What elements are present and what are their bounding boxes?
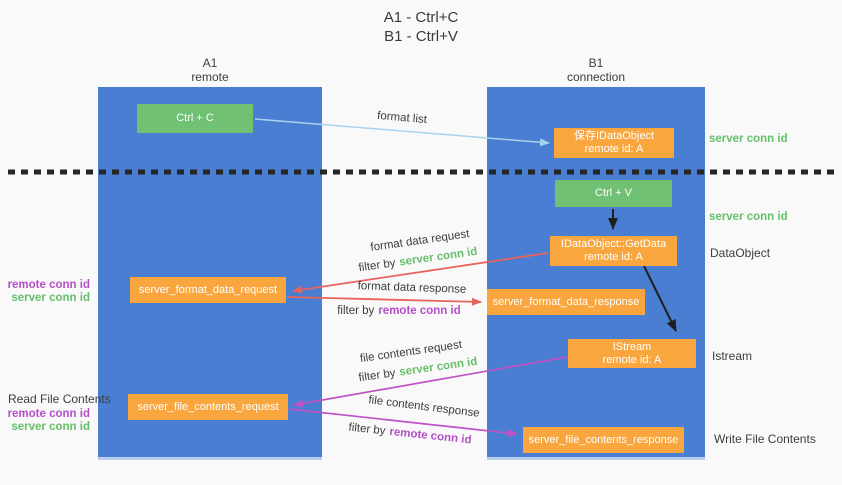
edge-label-format-data-response: format data response [357, 280, 467, 296]
server-format-data-request-label: server_format_data_request [138, 283, 278, 296]
node-server-format-data-request: server_format_data_request [130, 277, 286, 303]
lane-header-b1: B1 connection [487, 56, 705, 84]
node-ctrl-c: Ctrl + C [137, 104, 253, 133]
edge-label-format-list: format list [376, 109, 428, 127]
ctrl-v-label: Ctrl + V [595, 187, 632, 199]
filter-by-text: filter by [347, 421, 387, 438]
side-label-istream: Istream [712, 349, 753, 363]
getdata-line2: remote id: A [584, 251, 643, 263]
node-save-idataobject: 保存IDataObject remote id: A [554, 128, 674, 158]
lane-header-a1: A1 remote [98, 56, 322, 84]
edge-label-file-contents-response: file contents response [367, 394, 481, 420]
side-label-read-file-contents: Read File Contents [8, 392, 111, 406]
side-label-server-conn-id-mid: server conn id [709, 211, 788, 223]
remote-conn-id-label: remote conn id [7, 408, 90, 420]
side-label-server-conn-id-top: server conn id [709, 133, 788, 145]
node-idataobject-getdata: IDataObject::GetData remote id: A [550, 236, 677, 266]
node-istream: IStream remote id: A [568, 339, 696, 368]
server-file-contents-response-label: server_file_contents_response [528, 433, 679, 446]
server-file-contents-request-label: server_file_contents_request [137, 400, 279, 413]
filter-by-text: filter by [357, 367, 397, 385]
remote-conn-id-text: remote conn id [378, 305, 461, 317]
server-format-data-response-label: server_format_data_response [492, 295, 640, 308]
server-conn-id-label: server conn id [11, 292, 90, 304]
node-server-file-contents-response: server_file_contents_response [523, 427, 684, 453]
side-label-dataobject: DataObject [710, 246, 771, 260]
lane-b1-title: B1 [588, 56, 604, 70]
istream-line2: remote id: A [602, 353, 662, 366]
save-idataobject-line2: remote id: A [584, 143, 644, 155]
istream-line1: IStream [612, 340, 652, 353]
filter-by-text: filter by [337, 305, 375, 317]
save-idataobject-line1: 保存IDataObject [573, 130, 655, 142]
lane-a1-title: A1 [202, 56, 218, 70]
lane-a1-subtitle: remote [191, 70, 229, 84]
lane-b1-subtitle: connection [566, 70, 626, 84]
filter-by-text: filter by [357, 257, 397, 275]
remote-conn-id-text: remote conn id [388, 425, 473, 447]
getdata-line1: IDataObject::GetData [560, 238, 667, 250]
node-server-file-contents-request: server_file_contents_request [128, 394, 288, 420]
left-conn-ids-format: remote conn id server conn id [0, 279, 90, 305]
node-server-format-data-response: server_format_data_response [487, 289, 645, 315]
diagram-title-line1: A1 - Ctrl+C [383, 9, 459, 26]
remote-conn-id-label: remote conn id [7, 279, 90, 291]
server-conn-id-label: server conn id [11, 421, 90, 433]
ctrl-c-label: Ctrl + C [176, 112, 214, 124]
left-conn-ids-file: remote conn id server conn id [0, 408, 90, 434]
node-ctrl-v: Ctrl + V [555, 180, 672, 207]
server-conn-id-text: server conn id [398, 245, 479, 269]
diagram-title-line2: B1 - Ctrl+V [384, 28, 458, 45]
server-conn-id-text: server conn id [398, 355, 479, 379]
diagram-title: A1 - Ctrl+C B1 - Ctrl+V [0, 8, 842, 46]
side-label-write-file-contents: Write File Contents [714, 432, 816, 446]
